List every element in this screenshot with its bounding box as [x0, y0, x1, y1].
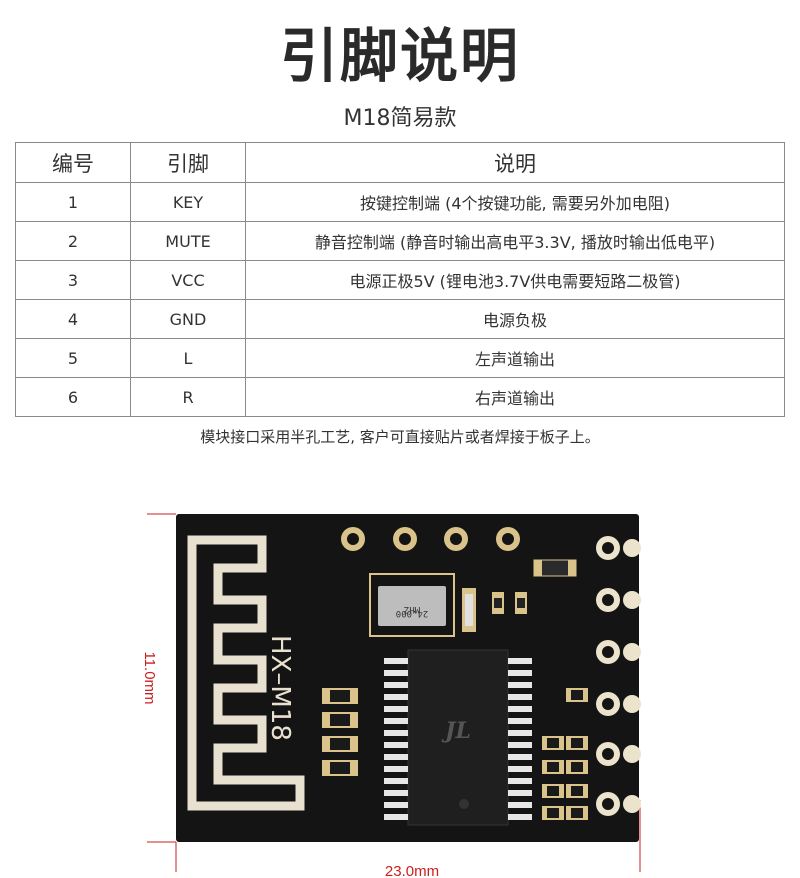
pin-name: MUTE — [130, 221, 246, 261]
header-pin: 引脚 — [130, 142, 246, 183]
chip-logo: JL — [441, 718, 471, 744]
pin-name: KEY — [130, 182, 246, 222]
antenna-trace — [187, 535, 305, 811]
pin-description: 电源正极5V (锂电池3.7V供电需要短路二极管) — [245, 260, 785, 300]
chip-pins-left — [384, 658, 408, 820]
capacitor-group-left — [322, 688, 358, 776]
pin-number: 1 — [15, 182, 131, 222]
table-row: 3 VCC 电源正极5V (锂电池3.7V供电需要短路二极管) — [15, 260, 785, 300]
width-dimension-label: 23.0mm — [385, 863, 439, 878]
table-row: 4 GND 电源负极 — [15, 299, 785, 339]
table-row: 2 MUTE 静音控制端 (静音时输出高电平3.3V, 播放时输出低电平) — [15, 221, 785, 261]
edge-half-hole-pads — [596, 536, 641, 816]
table-row: 6 R 右声道输出 — [15, 377, 785, 417]
top-pads — [341, 527, 520, 551]
crystal-oscillator — [378, 586, 446, 626]
pin-description: 左声道输出 — [245, 338, 785, 378]
pin-description: 按键控制端 (4个按键功能, 需要另外加电阻) — [245, 182, 785, 222]
pin-number: 3 — [15, 260, 131, 300]
height-dimension-label: 11.0mm — [141, 651, 158, 704]
pin-name: R — [130, 377, 246, 417]
module-board-photo: 24.000 MHZ HX–M18 JL 11.0mm 23.0mm — [141, 513, 641, 878]
crystal-unit: MHZ — [403, 604, 420, 614]
pin-number: 5 — [15, 338, 131, 378]
pin-description: 右声道输出 — [245, 377, 785, 417]
pin-number: 4 — [15, 299, 131, 339]
pin-name: L — [130, 338, 246, 378]
header-description: 说明 — [245, 142, 785, 183]
main-chip — [407, 649, 509, 826]
pin-description: 电源负极 — [245, 299, 785, 339]
chip-pin1-dot — [459, 799, 469, 809]
pin-number: 6 — [15, 377, 131, 417]
pin-name: GND — [130, 299, 246, 339]
page-title: 引脚说明 — [279, 22, 520, 90]
table-header-row: 编号 引脚 说明 — [15, 142, 785, 183]
pin-table: 编号 引脚 说明 1 KEY 按键控制端 (4个按键功能, 需要另外加电阻) 2… — [15, 142, 785, 417]
board-silkscreen: HX–M18 — [265, 635, 295, 741]
crystal-label: 24.000 — [396, 608, 429, 618]
pin-number: 2 — [15, 221, 131, 261]
header-number: 编号 — [15, 142, 131, 183]
crystal-outline — [369, 573, 455, 637]
mounting-note: 模块接口采用半孔工艺, 客户可直接贴片或者焊接于板子上。 — [200, 428, 600, 446]
model-subtitle: M18简易款 — [343, 106, 457, 131]
pin-name: VCC — [130, 260, 246, 300]
table-row: 5 L 左声道输出 — [15, 338, 785, 378]
chip-pins-right — [508, 658, 532, 820]
table-row: 1 KEY 按键控制端 (4个按键功能, 需要另外加电阻) — [15, 182, 785, 222]
capacitor-group-right — [542, 688, 588, 820]
pin-description: 静音控制端 (静音时输出高电平3.3V, 播放时输出低电平) — [245, 221, 785, 261]
